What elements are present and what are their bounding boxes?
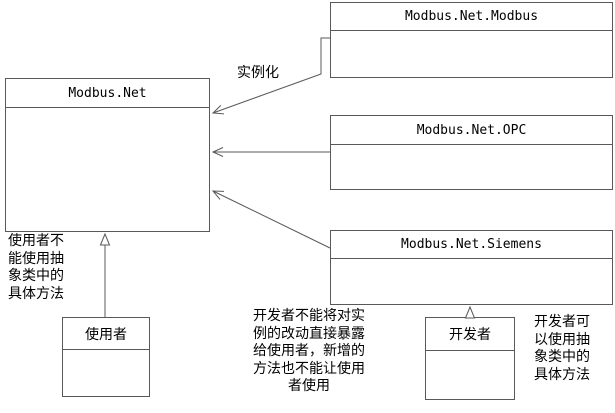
class-box-modbus-net-siemens: Modbus.Net.Siemens (330, 230, 613, 305)
class-title-developer: 开发者 (426, 318, 514, 351)
class-title-modbus-net-siemens: Modbus.Net.Siemens (331, 231, 612, 259)
class-box-modbus-net-opc: Modbus.Net.OPC (330, 115, 613, 190)
note-developer-restriction: 开发者不能将对实 例的改动直接暴露 给使用者，新增的 方法也不能让使用 者使用 (253, 308, 365, 394)
class-title-modbus-net-modbus: Modbus.Net.Modbus (331, 3, 612, 31)
class-box-modbus-net-modbus: Modbus.Net.Modbus (330, 2, 613, 78)
class-box-modbus-net: Modbus.Net (5, 78, 210, 232)
class-title-modbus-net-opc: Modbus.Net.OPC (331, 116, 612, 145)
class-box-developer: 开发者 (425, 317, 515, 400)
note-user-restriction: 使用者不 能使用抽 象类中的 具体方法 (8, 233, 64, 302)
label-instantiate: 实例化 (237, 65, 279, 81)
class-title-user: 使用者 (63, 318, 149, 350)
class-title-modbus-net: Modbus.Net (6, 79, 209, 108)
arrow-siemens-to-net (211, 190, 331, 249)
class-box-user: 使用者 (62, 317, 150, 397)
note-developer-ability: 开发者可 以使用抽 象类中的 具体方法 (534, 314, 590, 383)
